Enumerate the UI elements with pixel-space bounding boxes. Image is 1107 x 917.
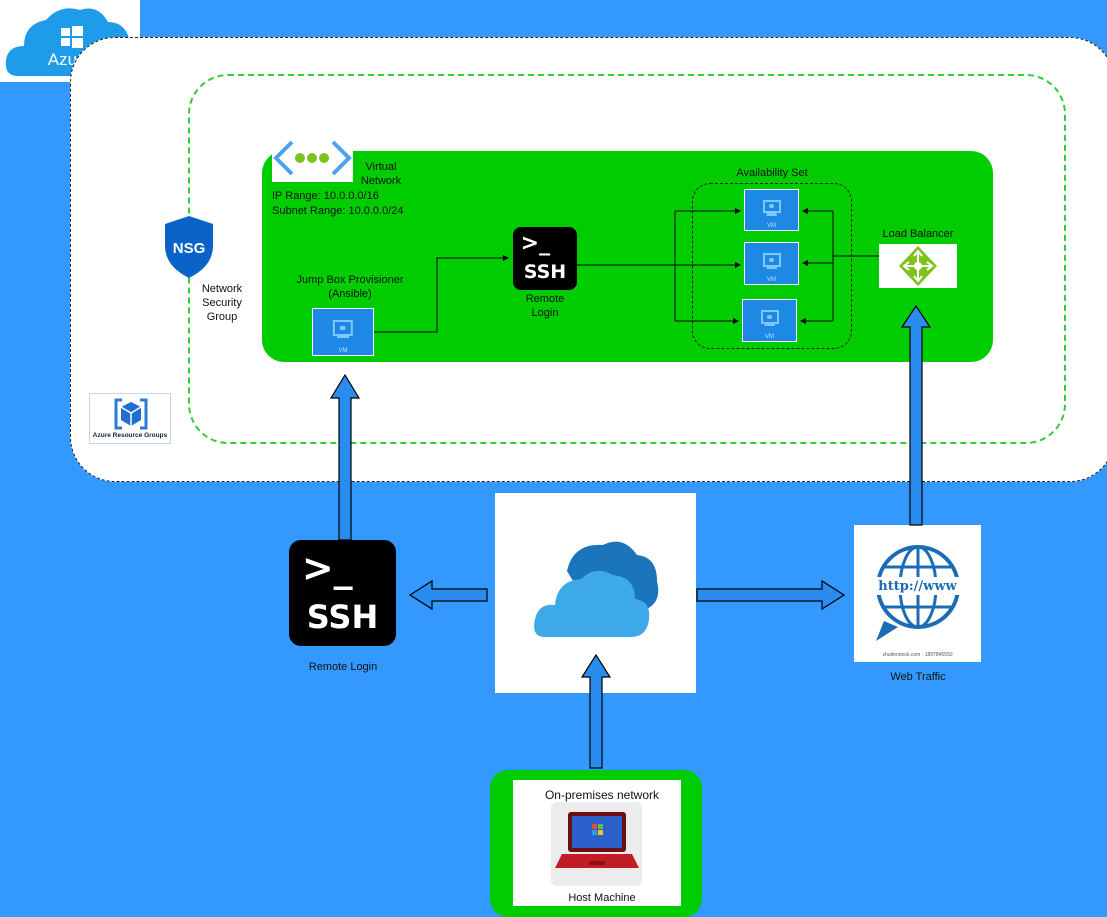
load-balancer-icon (879, 244, 957, 288)
ssh-inner-icon: >_ SSH (513, 227, 577, 290)
nsg-shield-icon: NSG (165, 216, 213, 278)
resource-groups-badge: Azure Resource Groups (89, 393, 171, 444)
vnet-title: Virtual Network (360, 161, 402, 187)
arrow-cloud-to-web (696, 579, 846, 611)
load-balancer-label: Load Balancer (882, 228, 954, 240)
ssh-inner-word: SSH (523, 261, 567, 283)
jump-box-vm-text: VM (338, 348, 348, 354)
vnet-ip-range: IP Range: 10.0.0.0/16 (272, 190, 379, 202)
availability-vm-3-icon: VM (742, 299, 797, 342)
vnet-icon-box (272, 134, 353, 182)
availability-set-box (692, 183, 852, 349)
cloud-icon (534, 541, 659, 637)
laptop-icon-bg (551, 802, 642, 886)
ssh-inner-prompt: >_ (520, 230, 551, 256)
resource-group-icon (114, 398, 148, 430)
ssh-outer-word: SSH (306, 598, 379, 636)
arrow-web-to-load-balancer (900, 304, 932, 526)
nsg-label: Network Security Group (201, 283, 243, 323)
onprem-title: On-premises network (544, 788, 660, 802)
arrow-host-to-cloud (580, 653, 612, 769)
jump-box-label: Jump Box Provisioner (Ansible) (296, 274, 404, 300)
arrow-cloud-to-ssh (408, 579, 488, 611)
ssh-outer-prompt: >_ (301, 546, 353, 591)
internet-cloud-box (495, 493, 696, 693)
laptop-icon (555, 812, 639, 868)
resource-groups-label: Azure Resource Groups (92, 432, 168, 439)
host-machine-label: Host Machine (568, 892, 636, 904)
image-credit: shutterstock.com · 1897845550 (882, 652, 953, 658)
availability-vm-2-icon: VM (744, 242, 799, 285)
ssh-outer-icon: >_ SSH (289, 540, 396, 646)
ssh-outer-label: Remote Login (308, 661, 378, 673)
web-traffic-box: http://www shutterstock.com · 1897845550 (854, 525, 981, 662)
arrow-ssh-to-jumpbox (329, 373, 361, 541)
nsg-badge-text: NSG (173, 240, 206, 257)
globe-icon (872, 545, 964, 641)
availability-set-label: Availability Set (736, 167, 808, 179)
vnet-subnet-range: Subnet Range: 10.0.0.0/24 (272, 205, 404, 217)
web-traffic-label: Web Traffic (890, 671, 946, 683)
availability-vm-1-icon: VM (744, 189, 799, 231)
jump-box-vm-icon: VM (312, 308, 374, 356)
http-text: http://www (878, 579, 957, 594)
virtual-network-icon (273, 140, 352, 176)
ssh-inner-label: Remote Login (525, 293, 565, 319)
